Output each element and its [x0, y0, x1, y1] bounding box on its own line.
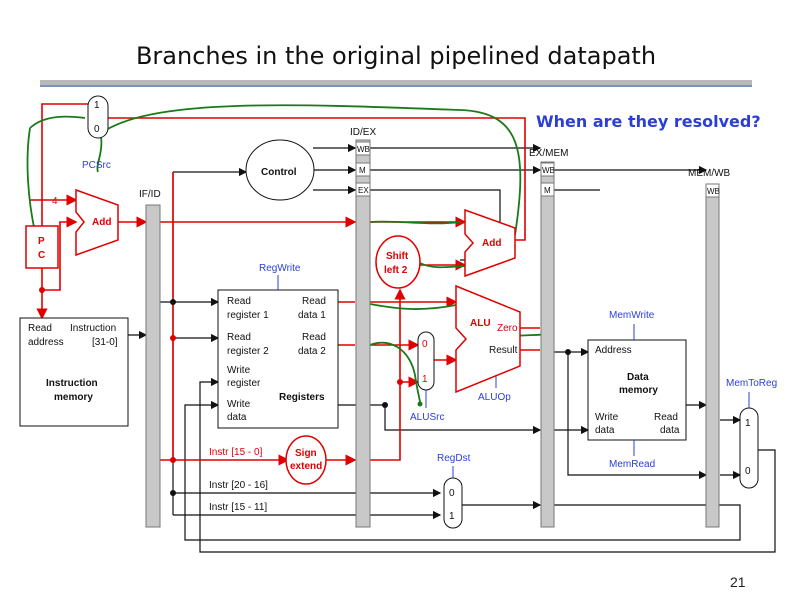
page-number: 21	[730, 574, 746, 590]
id-ex-register	[355, 139, 371, 528]
im-name-2: memory	[54, 392, 93, 403]
reg-write-data-a: Write	[227, 399, 251, 410]
pc-label-c: C	[38, 250, 45, 261]
dm-write-data-b: data	[595, 425, 615, 436]
title-divider	[40, 80, 752, 85]
instr-15-0-label: Instr [15 - 0]	[209, 447, 263, 458]
registers-name: Registers	[279, 392, 325, 403]
regwrite-label: RegWrite	[259, 263, 301, 274]
id-ex-label: ID/EX	[350, 127, 376, 138]
instruction-memory	[19, 317, 129, 427]
question-text: When are they resolved?	[536, 112, 761, 131]
id-ex-wb-label: WB	[357, 145, 370, 154]
pc-adder-label: Add	[92, 217, 111, 228]
memread-label: MemRead	[609, 459, 655, 470]
sign-extend-label-2: extend	[290, 461, 322, 472]
alusrc-mux-0: 0	[422, 339, 428, 350]
im-read-label: Read	[28, 323, 52, 334]
id-ex-ex-label: EX	[358, 186, 369, 195]
ex-mem-m-label: M	[544, 186, 551, 195]
alu-zero-label: Zero	[497, 323, 518, 334]
slide-title: Branches in the original pipelined datap…	[135, 42, 657, 70]
regdst-mux-1: 1	[449, 511, 455, 522]
reg-read-data2-a: Read	[302, 332, 326, 343]
alu-label: ALU	[470, 318, 491, 329]
branch-adder	[464, 208, 516, 278]
im-instruction-heading: Instruction	[70, 323, 116, 334]
reg-write-reg-a: Write	[227, 365, 251, 376]
pcsrc-mux-1: 1	[94, 100, 100, 111]
shift-label-2: left 2	[384, 265, 408, 276]
ex-mem-label: EX/MEM	[529, 148, 568, 159]
alu-result-label: Result	[489, 345, 518, 356]
dm-read-data-b: data	[660, 425, 680, 436]
shift-label-1: Shift	[386, 251, 409, 262]
pc-adder	[75, 188, 119, 257]
reg-read-reg1-a: Read	[227, 296, 251, 307]
reg-read-reg2-b: register 2	[227, 346, 269, 357]
dm-write-data-a: Write	[595, 412, 619, 423]
pcsrc-mux	[87, 95, 109, 139]
pc-label-p: P	[38, 236, 45, 247]
branch-adder-label: Add	[482, 238, 501, 249]
im-address-label: address	[28, 337, 64, 348]
alu	[455, 284, 521, 394]
reg-read-reg2-a: Read	[227, 332, 251, 343]
if-id-register	[145, 204, 161, 528]
alusrc-mux-1: 1	[422, 374, 428, 385]
dm-address-label: Address	[595, 345, 632, 356]
register-file	[217, 289, 339, 429]
mem-wb-wb-label: WB	[707, 187, 720, 196]
im-instruction-bits: [31-0]	[92, 337, 118, 348]
pc-box	[25, 225, 59, 269]
id-ex-m-label: M	[359, 166, 366, 175]
pcsrc-mux-0: 0	[94, 124, 100, 135]
dm-name-2: memory	[619, 385, 658, 396]
constant-four: 4	[52, 196, 58, 207]
reg-read-data2-b: data 2	[298, 346, 326, 357]
mem-wb-register	[705, 183, 720, 528]
control-unit	[245, 139, 315, 201]
control-label: Control	[261, 167, 297, 178]
reg-read-data1-a: Read	[302, 296, 326, 307]
shift-left-2	[375, 235, 421, 289]
id-ex-control-fields	[355, 141, 720, 198]
sign-extend	[285, 435, 327, 485]
junction-dots	[39, 287, 571, 496]
memwrite-label: MemWrite	[609, 310, 655, 321]
data-memory	[587, 339, 687, 441]
reg-write-reg-b: register	[227, 378, 261, 389]
dm-name-1: Data	[627, 372, 649, 383]
instr-20-16-label: Instr [20 - 16]	[209, 480, 268, 491]
regdst-label: RegDst	[437, 453, 471, 464]
reg-read-reg1-b: register 1	[227, 310, 269, 321]
memtoreg-mux-1: 1	[745, 418, 751, 429]
instr-15-11-label: Instr [15 - 11]	[209, 502, 267, 513]
reg-write-data-b: data	[227, 412, 247, 423]
pcsrc-label: PCSrc	[82, 160, 111, 171]
alusrc-label: ALUSrc	[410, 412, 444, 423]
sign-extend-label-1: Sign	[295, 448, 317, 459]
regdst-mux-0: 0	[449, 488, 455, 499]
if-id-label: IF/ID	[139, 189, 161, 200]
aluop-label: ALUOp	[478, 392, 511, 403]
im-name-1: Instruction	[46, 378, 98, 389]
ex-mem-wb-label: WB	[542, 166, 555, 175]
memtoreg-mux-0: 0	[745, 466, 751, 477]
red-wires	[30, 103, 540, 466]
memtoreg-label: MemToReg	[726, 378, 777, 389]
reg-read-data1-b: data 1	[298, 310, 326, 321]
dm-read-data-a: Read	[654, 412, 678, 423]
ex-mem-register	[540, 161, 555, 528]
mem-wb-label: MEM/WB	[688, 168, 731, 179]
